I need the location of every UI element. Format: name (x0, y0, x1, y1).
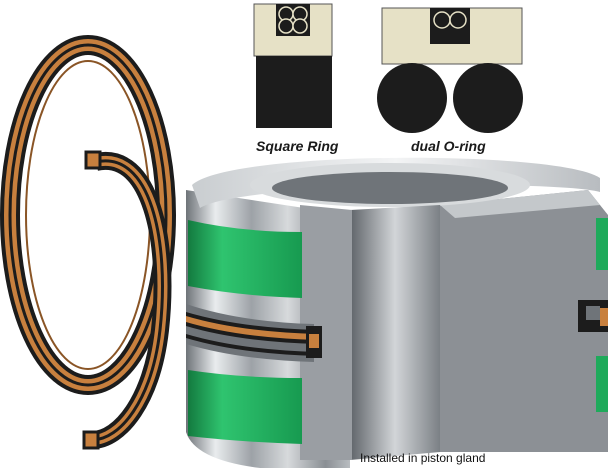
square-ring-cross-section (253, 3, 333, 128)
split-seal-ring-illustration (0, 35, 176, 450)
dual-o-ring-label: dual O-ring (411, 138, 486, 154)
square-ring-label: Square Ring (256, 138, 339, 154)
piston-gland-illustration (186, 157, 608, 468)
dual-o-ring-cross-section (377, 7, 523, 133)
installed-in-piston-gland-label: Installed in piston gland (360, 451, 485, 465)
